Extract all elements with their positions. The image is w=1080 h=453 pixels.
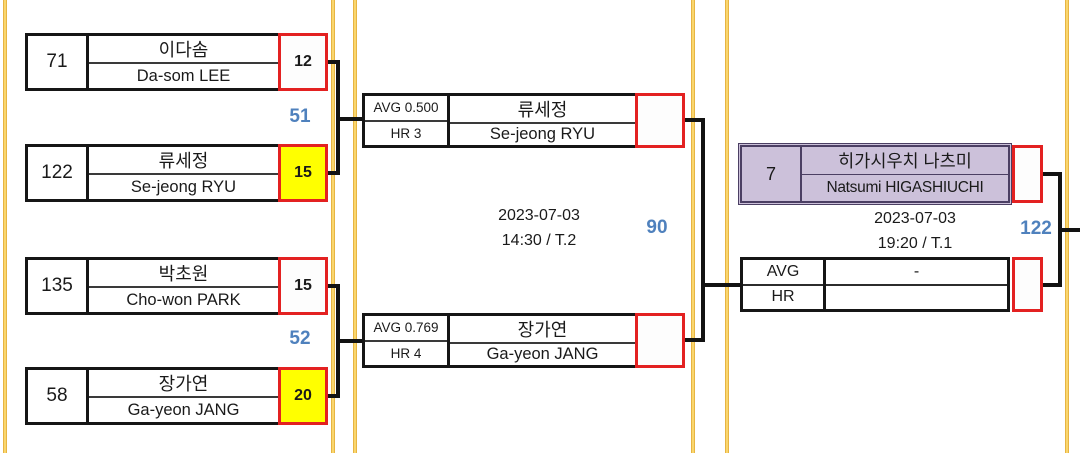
bracket-connector (685, 118, 705, 122)
match-date: 2023-07-03 (498, 207, 580, 224)
player-name-en: Ga-yeon JANG (127, 400, 240, 419)
hr-label: HR (771, 288, 795, 306)
player-stats: AVG 0.500 HR 3 (365, 96, 450, 145)
score-cell: 15 (278, 257, 328, 315)
player-name-en: Se-jeong RYU (489, 125, 596, 143)
bracket-connector (701, 118, 705, 342)
bracket-connector (1043, 283, 1062, 287)
player-names: 박초원 Cho-won PARK (89, 260, 278, 312)
player-name-kr: 류세정 (89, 147, 278, 175)
match-schedule: 2023-07-03 19:20 / T.1 (805, 206, 1025, 256)
score-cell: 12 (278, 33, 328, 91)
stat-values: - (826, 260, 1007, 309)
player-names: 류세정 Se-jeong RYU (450, 96, 635, 145)
player-name-en: Cho-won PARK (126, 290, 241, 309)
score-cell-empty (1012, 145, 1043, 203)
player-seed: 71 (28, 36, 89, 88)
match-number: 90 (646, 217, 668, 238)
player-names: 장가연 Ga-yeon JANG (89, 370, 278, 422)
player-box-chowon-park: 135 박초원 Cho-won PARK 15 (25, 257, 328, 315)
player-name-kr: 장가연 (89, 370, 278, 398)
match-number: 51 (289, 106, 311, 127)
semifinal-box-gayeon-jang: AVG 0.769 HR 4 장가연 Ga-yeon JANG (362, 313, 685, 368)
player-avg: AVG 0.500 (365, 96, 447, 122)
score-cell-empty (1012, 257, 1043, 312)
score-cell-empty (635, 93, 685, 148)
bracket-connector (701, 283, 740, 287)
match-time-table: 14:30 / T.2 (501, 232, 577, 249)
player-name-kr: 히가시우치 나츠미 (802, 147, 1008, 175)
player-hr: HR 3 (390, 125, 422, 141)
column-divider-line (331, 0, 335, 453)
player-name-kr: 이다솜 (89, 36, 278, 64)
column-divider-line (691, 0, 695, 453)
player-name-kr: 류세정 (450, 96, 635, 124)
column-divider-line (1065, 0, 1069, 453)
player-box-gayeon-jang: 58 장가연 Ga-yeon JANG 20 (25, 367, 328, 425)
avg-label: AVG (743, 260, 823, 286)
hr-value (826, 286, 1007, 310)
score-cell-winner: 20 (278, 367, 328, 425)
player-seed: 58 (28, 370, 89, 422)
player-seed: 7 (742, 147, 802, 201)
player-name-en: Se-jeong RYU (130, 177, 237, 196)
bracket-connector (336, 117, 363, 121)
player-box-sejeong-ryu: 122 류세정 Se-jeong RYU 15 (25, 144, 328, 202)
bracket-connector (336, 339, 363, 343)
player-name-en: Ga-yeon JANG (486, 345, 599, 363)
player-avg: AVG 0.769 (365, 316, 447, 342)
player-box-dasom-lee: 71 이다솜 Da-som LEE 12 (25, 33, 328, 91)
bracket-connector (328, 60, 340, 64)
bracket-connector (328, 284, 340, 288)
avg-value: - (826, 260, 1007, 286)
player-stats: AVG 0.769 HR 4 (365, 316, 450, 365)
player-names: 이다솜 Da-som LEE (89, 36, 278, 88)
player-hr: HR 4 (390, 345, 422, 361)
match-number: 52 (289, 328, 311, 349)
player-name-en: Natsumi HIGASHIUCHI (826, 178, 984, 196)
player-name-kr: 장가연 (450, 316, 635, 344)
bracket-connector (1043, 172, 1062, 176)
stat-labels: AVG HR (743, 260, 826, 309)
player-names: 장가연 Ga-yeon JANG (450, 316, 635, 365)
player-seed: 122 (28, 147, 89, 199)
column-divider-line (353, 0, 357, 453)
player-names: 히가시우치 나츠미 Natsumi HIGASHIUCHI (802, 147, 1008, 201)
score-cell-winner: 15 (278, 144, 328, 202)
column-divider-line (3, 0, 7, 453)
player-names: 류세정 Se-jeong RYU (89, 147, 278, 199)
match-schedule: 2023-07-03 14:30 / T.2 (429, 203, 649, 253)
final-opponent-stats-box: AVG HR - (740, 257, 1010, 312)
bracket-connector (328, 394, 340, 398)
player-seed: 135 (28, 260, 89, 312)
match-number: 122 (1020, 218, 1052, 239)
player-name-kr: 박초원 (89, 260, 278, 288)
match-time-table: 19:20 / T.1 (877, 235, 953, 252)
seeded-player-box-natsumi-higashiuchi: 7 히가시우치 나츠미 Natsumi HIGASHIUCHI (740, 145, 1010, 203)
score-cell-empty (635, 313, 685, 368)
column-divider-line (725, 0, 729, 453)
player-name-en: Da-som LEE (136, 66, 231, 85)
bracket-connector (1058, 228, 1080, 232)
match-date: 2023-07-03 (874, 210, 956, 227)
semifinal-box-sejeong-ryu: AVG 0.500 HR 3 류세정 Se-jeong RYU (362, 93, 685, 148)
bracket-connector (328, 171, 340, 175)
bracket-connector (685, 338, 705, 342)
